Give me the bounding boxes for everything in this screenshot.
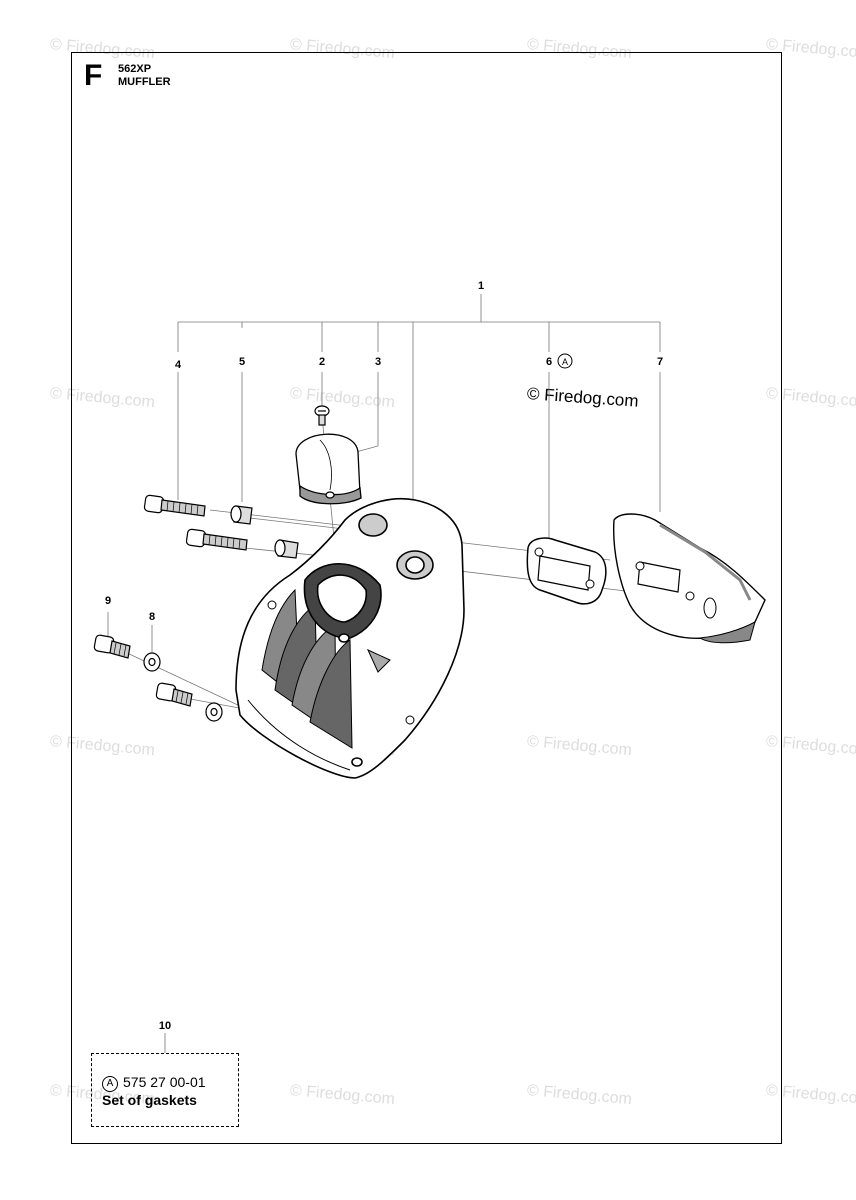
heat-shield-7-icon — [612, 513, 766, 644]
callout-2: 2 — [319, 356, 325, 368]
callout-3: 3 — [375, 356, 381, 368]
callout-7: 7 — [657, 356, 663, 368]
page-frame — [71, 52, 782, 1144]
screw-2-icon — [314, 405, 330, 426]
gasket-6-icon — [526, 537, 607, 605]
set-marker-icon: A — [102, 1076, 118, 1092]
spark-arrestor-icon — [295, 433, 362, 505]
screw-9-icon — [155, 682, 193, 707]
callout-10: 10 — [159, 1020, 171, 1032]
gasket-kit-box: A 575 27 00-01 Set of gaskets — [91, 1053, 239, 1127]
callout-4: 4 — [175, 359, 182, 371]
bolt-4-icon — [185, 528, 248, 551]
bolt-4-icon — [143, 494, 206, 517]
leader-line-3 — [355, 372, 379, 453]
kit-part-number-row: A 575 27 00-01 — [102, 1074, 206, 1092]
spacer-5-icon — [230, 505, 299, 559]
washer-8-icon — [143, 652, 223, 722]
model-name: 562XP — [118, 63, 152, 75]
callout-5: 5 — [239, 356, 245, 368]
kit-part-number: 575 27 00-01 — [123, 1074, 206, 1090]
section-title: MUFFLER — [118, 76, 171, 88]
callout-6-symbol: A — [562, 357, 568, 367]
set-marker-icon — [557, 353, 573, 369]
screw-9-icon — [93, 634, 131, 659]
callout-9: 9 — [105, 595, 111, 607]
callout-8: 8 — [149, 611, 155, 623]
callout-6: 6 — [546, 356, 552, 368]
callout-1: 1 — [478, 280, 484, 292]
section-letter: F — [84, 59, 103, 92]
kit-description: Set of gaskets — [102, 1092, 197, 1108]
muffler-body-icon — [235, 497, 465, 779]
